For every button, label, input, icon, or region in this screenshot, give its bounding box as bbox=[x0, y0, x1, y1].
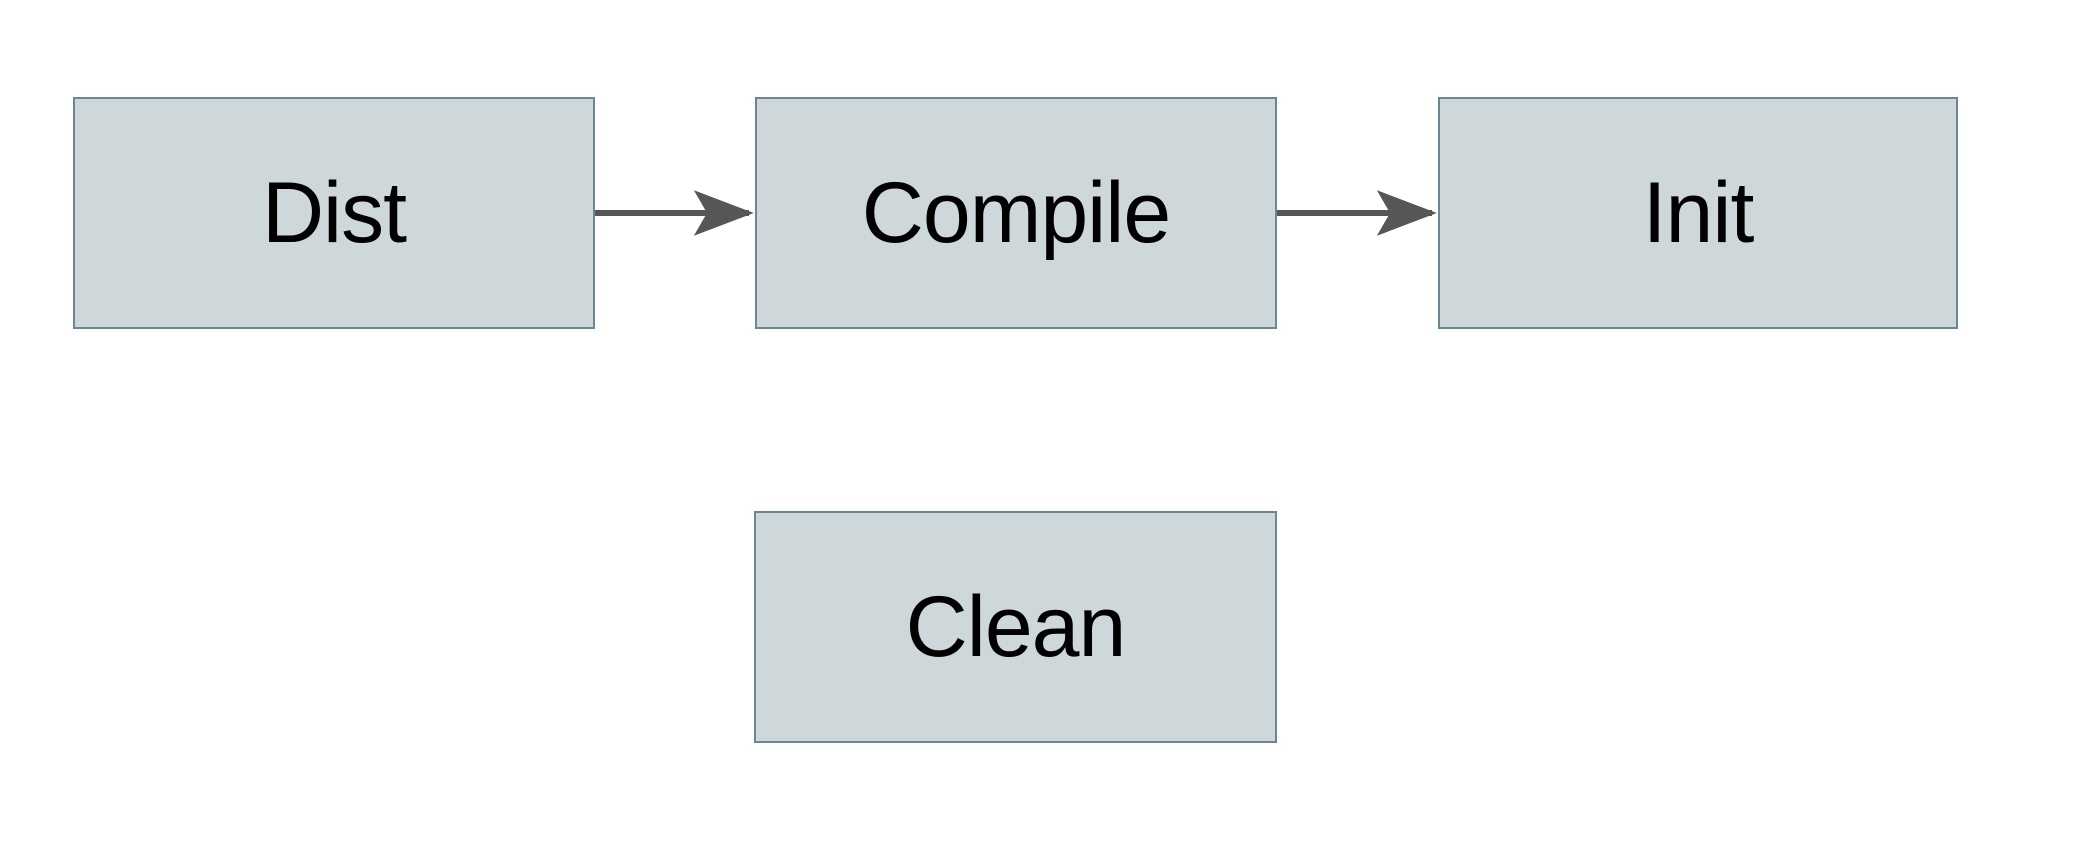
node-label-init: Init bbox=[1642, 165, 1755, 261]
node-dist[interactable]: Dist bbox=[73, 97, 595, 329]
node-label-dist: Dist bbox=[261, 165, 407, 261]
node-compile[interactable]: Compile bbox=[755, 97, 1277, 329]
node-init[interactable]: Init bbox=[1438, 97, 1958, 329]
node-label-clean: Clean bbox=[905, 579, 1127, 675]
node-clean[interactable]: Clean bbox=[754, 511, 1277, 743]
node-label-compile: Compile bbox=[861, 165, 1171, 261]
